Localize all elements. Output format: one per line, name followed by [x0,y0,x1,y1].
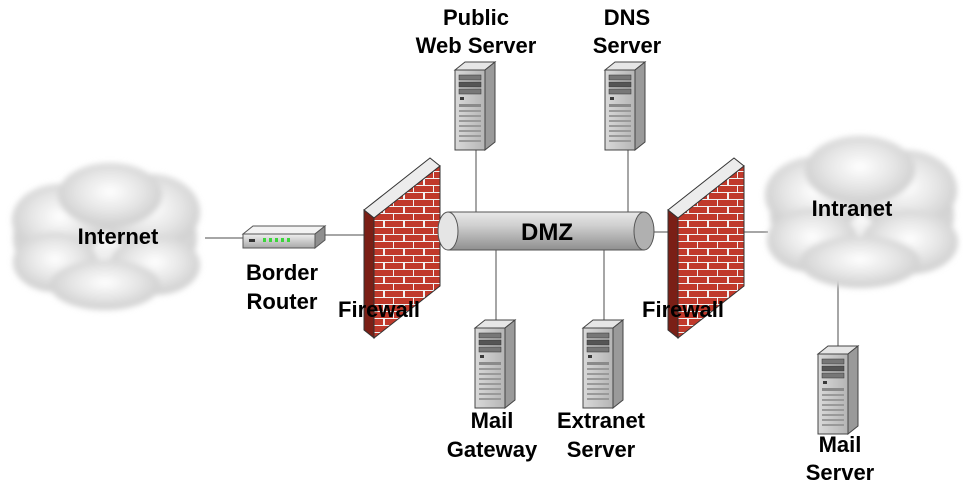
mail-gateway-label-line1: Mail [471,408,514,433]
web-server-label-line1: Public [443,5,509,30]
server-icon [817,345,859,435]
mail-server-label-line1: Mail [819,432,862,457]
cloud-icon [12,163,200,310]
links [205,150,839,348]
server-icon [604,61,646,151]
extranet-server-label-line2: Server [567,437,636,462]
cloud-icon [765,136,958,288]
router-icon [241,224,327,250]
dns-server-label-line2: Server [593,33,662,58]
intranet-label: Intranet [812,196,893,221]
border-router-label-line2: Router [247,289,318,314]
extranet-server-label-line1: Extranet [557,408,646,433]
server-icon [454,61,496,151]
dmz-label: DMZ [521,219,573,246]
server-icon [474,319,516,409]
mail-gateway-label-line2: Gateway [447,437,538,462]
internet-label: Internet [78,224,159,249]
pipe-icon [437,211,655,251]
dns-server-label-line1: DNS [604,5,650,30]
web-server-label-line2: Web Server [416,33,537,58]
mail-server-label-line2: Server [806,460,875,485]
firewall-right-label: Firewall [642,297,724,322]
firewall-left-label: Firewall [338,297,420,322]
border-router-label-line1: Border [246,260,319,285]
server-icon [582,319,624,409]
